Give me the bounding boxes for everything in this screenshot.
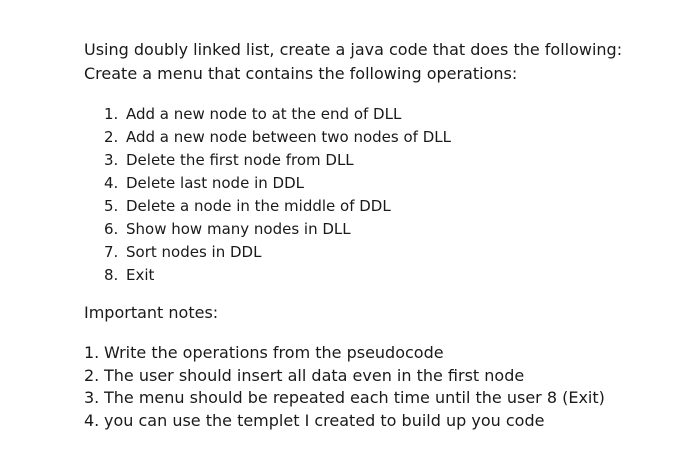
operations-list: 1. Add a new node to at the end of DLL 2.…: [104, 103, 451, 287]
note-number: 2.: [84, 365, 100, 385]
note-text: The user should insert all data even in …: [104, 365, 525, 385]
note-item: 4.you can use the templet I created to b…: [84, 410, 605, 433]
operation-item: 1. Add a new node to at the end of DLL: [104, 103, 451, 126]
operation-text: Add a new node between two nodes of DLL: [126, 128, 451, 146]
operation-number: 4.: [104, 174, 119, 192]
operation-number: 3.: [104, 151, 119, 169]
operation-number: 2.: [104, 128, 119, 146]
operation-item: 7. Sort nodes in DDL: [104, 241, 451, 264]
notes-list: 1.Write the operations from the pseudoco…: [84, 342, 605, 432]
intro-line-2: Create a menu that contains the followin…: [84, 64, 518, 83]
operation-number: 6.: [104, 220, 119, 238]
note-number: 4.: [84, 410, 100, 430]
operation-item: 6. Show how many nodes in DLL: [104, 218, 451, 241]
operation-text: Add a new node to at the end of DLL: [126, 105, 402, 123]
operation-number: 5.: [104, 197, 119, 215]
operation-item: 2. Add a new node between two nodes of DL…: [104, 126, 451, 149]
note-number: 1.: [84, 343, 100, 362]
note-text: The menu should be repeated each time un…: [104, 388, 605, 407]
operation-item: 5. Delete a node in the middle of DDL: [104, 195, 451, 218]
note-item: 3.The menu should be repeated each time …: [84, 387, 605, 410]
operation-text: Delete a node in the middle of DDL: [126, 197, 391, 215]
intro-line-1: Using doubly linked list, create a java …: [84, 40, 623, 59]
operation-text: Show how many nodes in DLL: [126, 220, 351, 238]
note-text: Write the operations from the pseudocode: [104, 343, 444, 362]
note-item: 2.The user should insert all data even i…: [84, 365, 605, 388]
intro-paragraph: Using doubly linked list, create a java …: [84, 38, 684, 86]
operation-text: Delete last node in DDL: [126, 174, 304, 192]
operation-item: 3. Delete the first node from DLL: [104, 149, 451, 172]
operation-number: 7.: [104, 243, 119, 261]
operation-text: Delete the first node from DLL: [126, 151, 354, 169]
operation-text: Sort nodes in DDL: [126, 243, 262, 261]
operation-text: Exit: [126, 266, 155, 284]
operation-item: 8. Exit: [104, 264, 451, 287]
note-item: 1.Write the operations from the pseudoco…: [84, 342, 605, 365]
note-text: you can use the templet I created to bui…: [104, 410, 545, 430]
operation-number: 1.: [104, 105, 119, 123]
notes-heading: Important notes:: [84, 303, 219, 322]
note-number: 3.: [84, 388, 100, 407]
operation-number: 8.: [104, 266, 119, 284]
operation-item: 4. Delete last node in DDL: [104, 172, 451, 195]
